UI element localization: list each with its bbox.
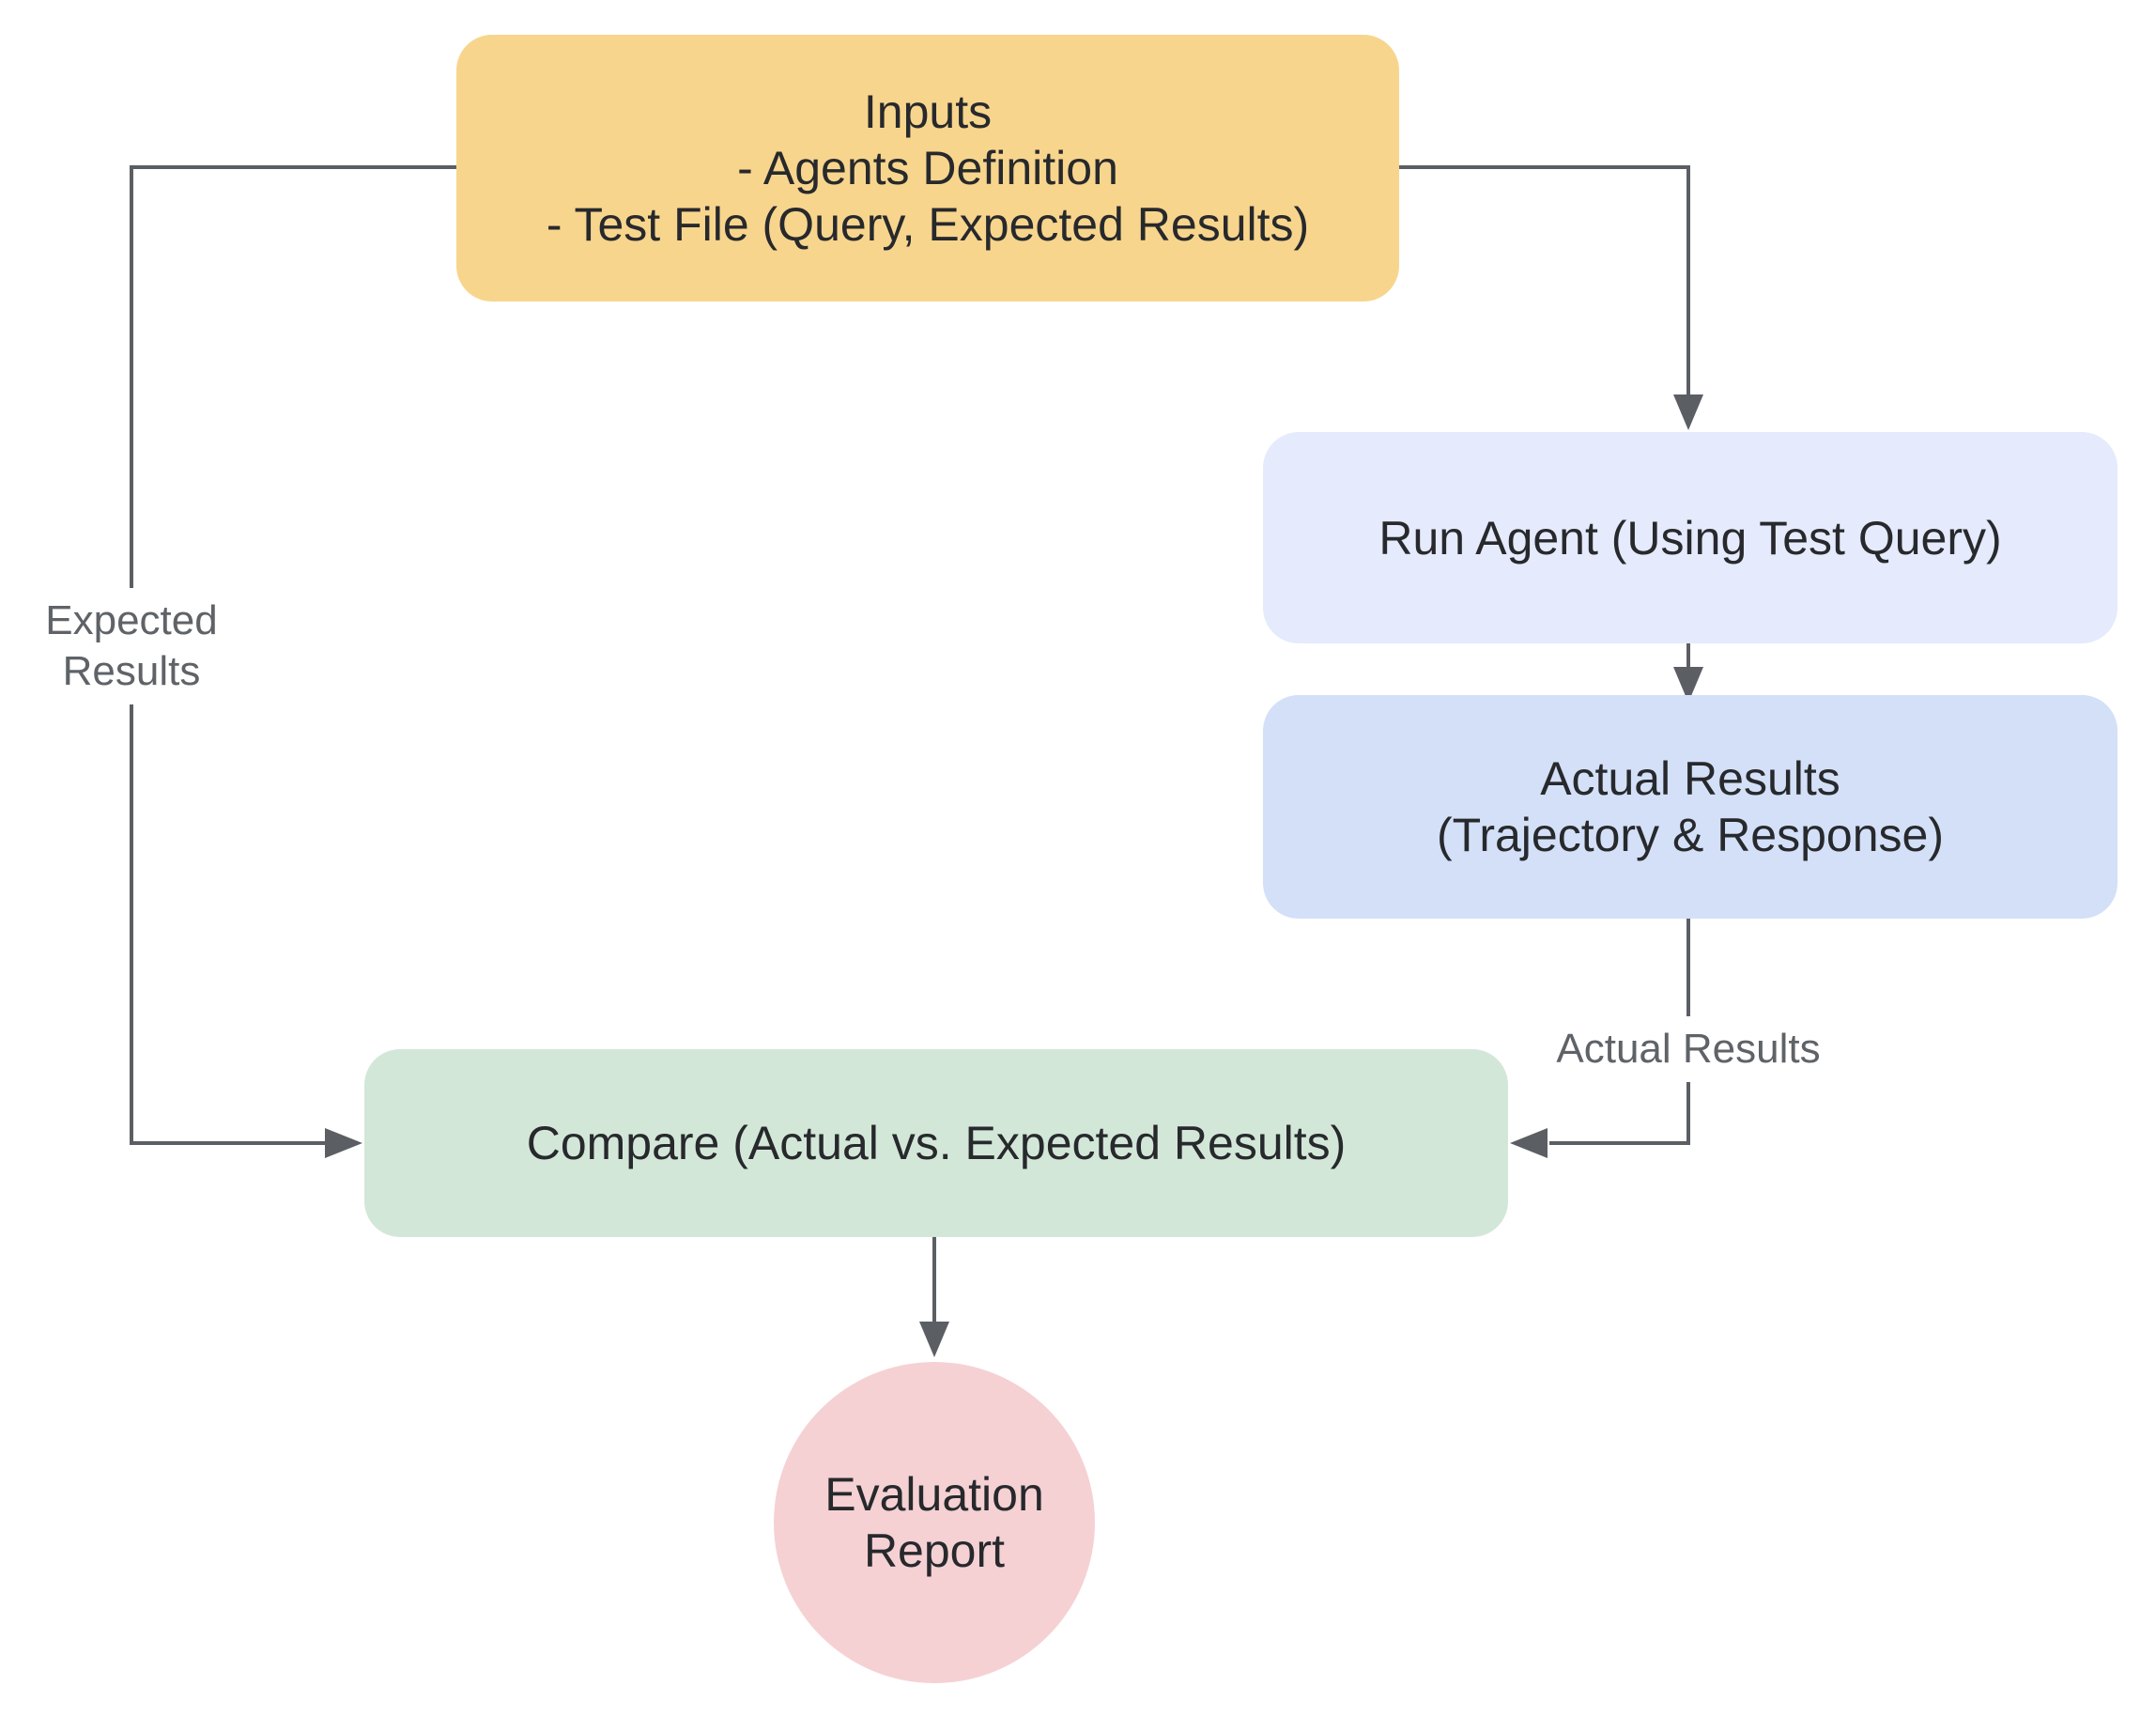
edge-inputs-to-compare-hline-bottom: [130, 1141, 327, 1145]
node-actual-results-line-2: (Trajectory & Response): [1437, 809, 1944, 861]
node-actual-results: Actual Results (Trajectory & Response): [1263, 695, 2118, 919]
node-actual-results-line-1: Actual Results: [1540, 752, 1840, 805]
node-inputs-line-2: - Agents Definition: [737, 142, 1118, 194]
edge-run-agent-to-actual-results-vline: [1686, 643, 1690, 670]
edge-inputs-to-run-agent-vline: [1686, 165, 1690, 396]
edge-actual-results-to-compare-vline-lower: [1686, 1076, 1690, 1145]
node-compare-line-1: Compare (Actual vs. Expected Results): [526, 1117, 1347, 1169]
edge-label-expected-results: Expected Results: [19, 588, 244, 704]
edge-label-actual-results: Actual Results: [1540, 1016, 1837, 1082]
node-compare: Compare (Actual vs. Expected Results): [364, 1049, 1508, 1237]
node-inputs: Inputs - Agents Definition - Test File (…: [456, 35, 1399, 302]
node-run-agent: Run Agent (Using Test Query): [1263, 432, 2118, 643]
arrowhead-into-evaluation-report: [919, 1322, 949, 1357]
edge-label-actual-results-line-1: Actual Results: [1556, 1026, 1821, 1072]
edge-label-expected-results-line-1: Expected: [45, 597, 218, 643]
arrowhead-into-run-agent: [1673, 394, 1703, 430]
node-run-agent-line-1: Run Agent (Using Test Query): [1378, 511, 2002, 565]
edge-compare-to-evaluation-vline: [932, 1237, 936, 1323]
edge-label-expected-results-line-2: Results: [62, 648, 201, 694]
node-inputs-line-3: - Test File (Query, Expected Results): [546, 198, 1310, 251]
arrowhead-into-compare-right: [1510, 1128, 1548, 1158]
node-evaluation-report-line-2: Report: [863, 1524, 1006, 1577]
edge-actual-results-to-compare-hline: [1549, 1141, 1690, 1145]
edge-actual-results-to-compare-vline-upper: [1686, 919, 1690, 1016]
node-evaluation-report: Evaluation Report: [774, 1362, 1095, 1683]
node-inputs-line-1: Inputs: [863, 85, 993, 138]
arrowhead-into-compare-left: [325, 1128, 362, 1158]
node-evaluation-report-line-1: Evaluation: [824, 1468, 1044, 1521]
edge-inputs-to-compare-hline-top: [130, 165, 458, 169]
edge-inputs-to-run-agent-hline: [1397, 165, 1690, 169]
